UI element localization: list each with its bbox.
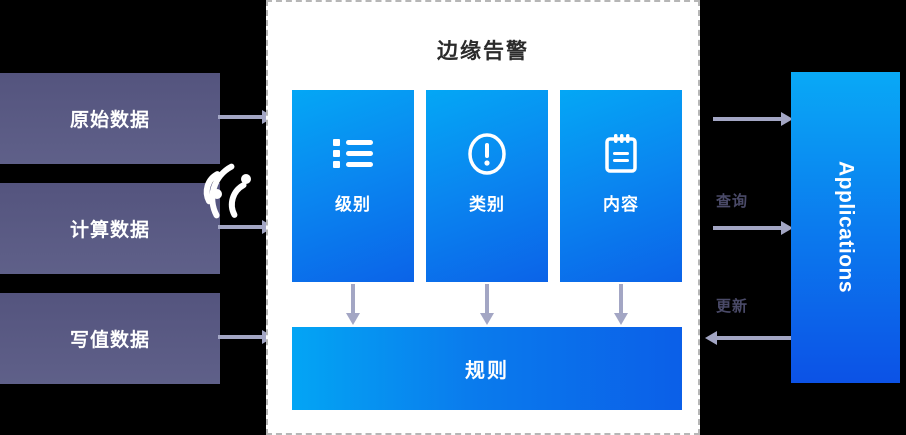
applications-label: Applications <box>834 161 858 294</box>
feature-card-label: 级别 <box>335 195 371 214</box>
list-icon <box>333 139 373 168</box>
feature-card-level[interactable]: 级别 <box>292 90 414 282</box>
rules-box[interactable]: 规则 <box>292 327 682 410</box>
exclamation-circle-icon <box>468 133 506 175</box>
applications-box[interactable]: Applications <box>791 72 900 383</box>
source-box-raw-data[interactable]: 原始数据 <box>0 73 220 164</box>
feature-card-label: 内容 <box>603 195 639 214</box>
connector-label-update: 更新 <box>716 298 749 315</box>
arrow-applications-update-back <box>705 331 793 345</box>
source-box-label: 写值数据 <box>69 330 150 351</box>
connector-label-query: 查询 <box>716 193 749 210</box>
feature-card-category[interactable]: 类别 <box>426 90 548 282</box>
page-title: 边缘告警 <box>437 40 529 63</box>
arrow-query-to-applications <box>713 221 793 235</box>
feature-card-label: 类别 <box>469 195 505 214</box>
source-box-label: 原始数据 <box>69 110 150 131</box>
rules-label: 规则 <box>465 360 509 382</box>
feature-card-content[interactable]: 内容 <box>560 90 682 282</box>
arrow-edge-to-applications-top <box>713 112 793 126</box>
source-box-label: 计算数据 <box>69 220 150 241</box>
clipboard-icon <box>605 134 637 173</box>
source-box-computed-data[interactable]: 计算数据 <box>0 183 220 274</box>
source-box-written-data[interactable]: 写值数据 <box>0 293 220 384</box>
